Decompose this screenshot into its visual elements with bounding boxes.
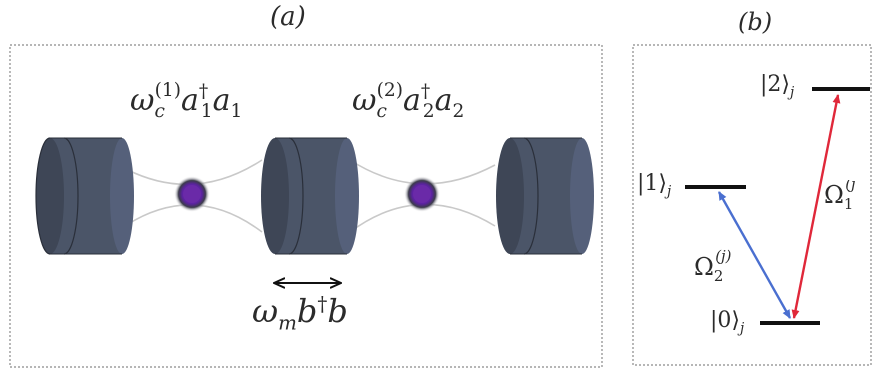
cavity-2-hamiltonian-term: ωc(2)a†2a2 xyxy=(352,80,465,122)
cavity-1-hamiltonian-term: ωc(1)a†1a1 xyxy=(130,80,243,122)
transition-arrow-0-2 xyxy=(791,94,841,319)
left-mirror xyxy=(35,137,134,255)
level-0-label: |0⟩j xyxy=(710,308,745,337)
level-2-label: |2⟩j xyxy=(760,72,795,101)
atom-1 xyxy=(174,176,210,212)
panel-b-label: (b) xyxy=(738,8,773,36)
panel-a-frame xyxy=(9,44,603,368)
mechanical-hamiltonian-term: ωmb†b xyxy=(252,292,348,335)
omega-1-coupling-label: Ω1(j xyxy=(824,180,856,213)
level-1-label: |1⟩j xyxy=(637,171,672,200)
transition-arrow-0-1 xyxy=(717,191,792,319)
omega-2-coupling-label: Ω2(j) xyxy=(694,246,732,285)
panel-a-label: (a) xyxy=(270,2,306,32)
atom-2 xyxy=(404,176,440,212)
middle-mirror xyxy=(261,137,359,255)
panel-b-frame xyxy=(632,44,872,366)
right-mirror xyxy=(496,137,594,255)
